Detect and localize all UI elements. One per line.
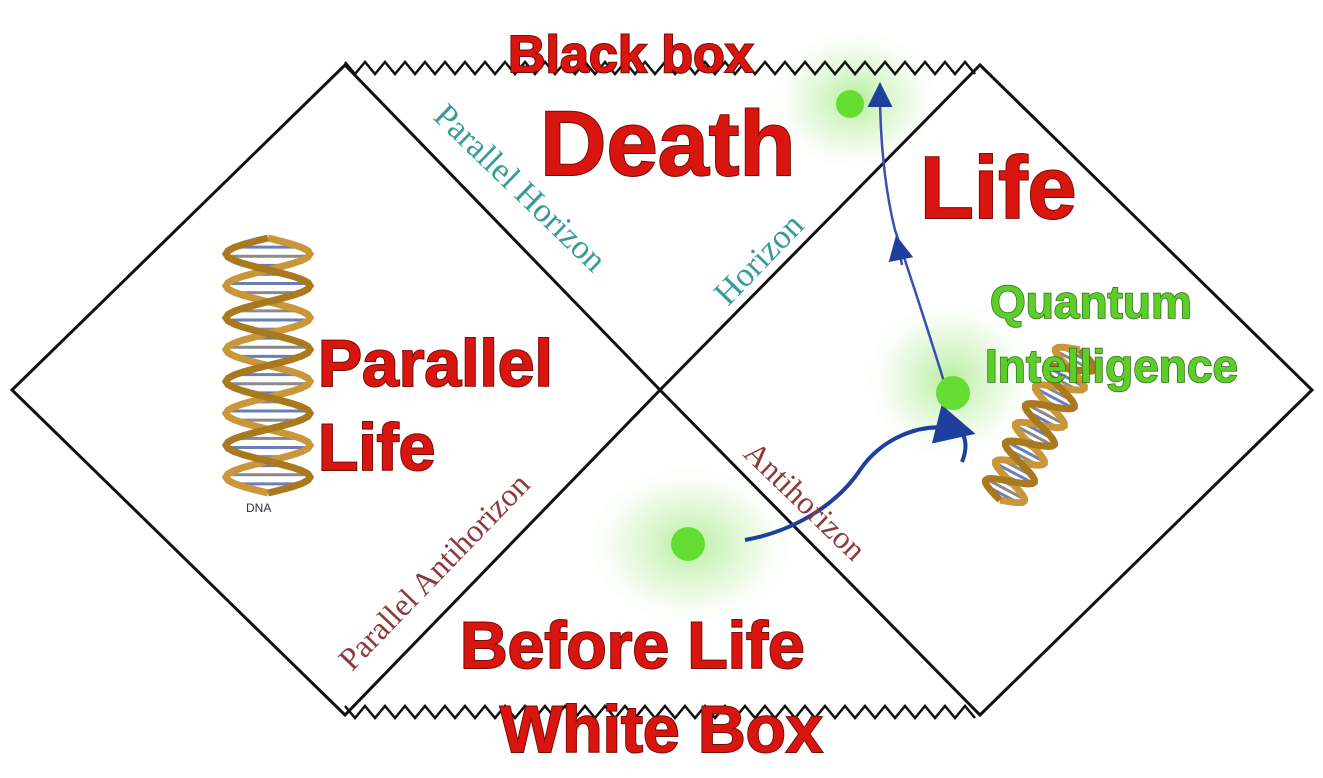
dna-helix-left-icon [226, 238, 310, 493]
white-box-label: White Box [500, 692, 823, 766]
before-life-node [671, 527, 705, 561]
parallel-life-line1: Parallel [318, 326, 553, 400]
life-label: Life [920, 138, 1076, 237]
quantum-node [936, 376, 970, 410]
before-life-label: Before Life [460, 608, 805, 682]
death-label: Death [540, 93, 796, 195]
horizon-label: Horizon [707, 207, 811, 313]
quantum-label-line1: Quantum [990, 276, 1192, 328]
quantum-label-line2: Intelligence [985, 340, 1238, 392]
black-box-label: Black box [508, 26, 754, 84]
death-node [836, 90, 864, 118]
dna-caption: DNA [246, 501, 271, 515]
parallel-life-line2: Life [318, 410, 435, 484]
